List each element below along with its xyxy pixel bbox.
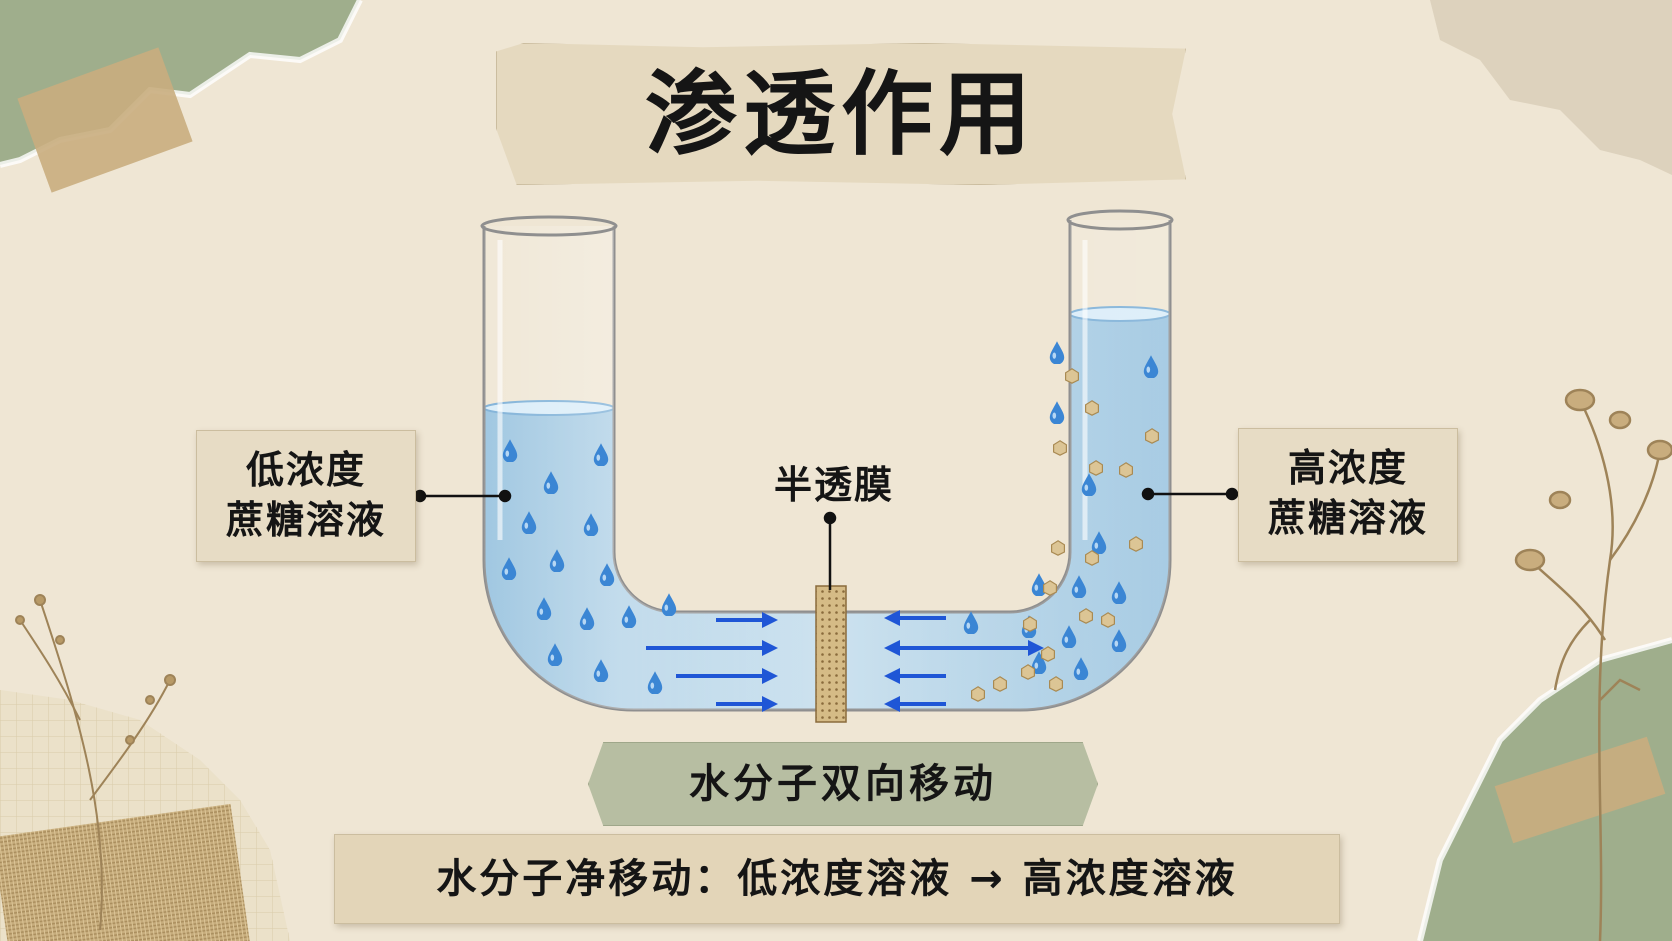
sugar-particle-icon (1064, 368, 1080, 384)
bidirectional-caption: 水分子双向移动 (689, 761, 997, 807)
bidirectional-caption-box: 水分子双向移动 (588, 742, 1098, 826)
sugar-particle-icon (1020, 664, 1036, 680)
sugar-particle-icon (1128, 536, 1144, 552)
water-flow-arrows (646, 610, 1044, 712)
sugar-particle-icon (1042, 580, 1058, 596)
arrow-right-icon (1028, 640, 1044, 656)
arrow-left-icon (884, 696, 946, 712)
arrow-left-icon (884, 610, 946, 626)
tape-bottom-right (1494, 736, 1666, 844)
torn-paper-top-right (1430, 0, 1672, 175)
arrow-right-icon (716, 612, 778, 628)
sugar-particle-icon (1052, 440, 1068, 456)
dried-flower-right (1514, 388, 1672, 941)
low-concentration-line-1: 低浓度 (245, 448, 366, 492)
high-concentration-label: 高浓度 蔗糖溶液 (1238, 428, 1458, 562)
sugar-particle-icon (1048, 676, 1064, 692)
high-concentration-line-1: 高浓度 (1287, 446, 1408, 490)
sugar-particle-icon (1100, 612, 1116, 628)
sugar-particle-icon (1144, 428, 1160, 444)
low-concentration-label: 低浓度 蔗糖溶液 (196, 430, 416, 562)
arrow-left-icon (884, 668, 946, 684)
sugar-particle-icon (1084, 550, 1100, 566)
sugar-particle-icon (970, 686, 986, 702)
sugar-particle-icon (1118, 462, 1134, 478)
arrow-right-icon (676, 668, 778, 684)
page-title: 渗透作用 (644, 60, 1037, 168)
sugar-particle-icon (1022, 616, 1038, 632)
membrane-label: 半透膜 (773, 463, 894, 507)
dried-flower-left (15, 594, 176, 931)
burlap-bottom-left (0, 803, 250, 941)
net-movement-caption-box: 水分子净移动：低浓度溶液 → 高浓度溶液 (334, 834, 1340, 924)
arrow-left-icon (884, 640, 1036, 656)
high-concentration-line-2: 蔗糖溶液 (1267, 496, 1428, 540)
label-leaders (413, 487, 1239, 590)
low-concentration-line-2: 蔗糖溶液 (225, 498, 386, 542)
sugar-particle-icon (1084, 400, 1100, 416)
semipermeable-membrane (815, 585, 847, 723)
tape-top-left (17, 47, 193, 193)
arrow-right-icon (716, 696, 778, 712)
sugar-particle-icon (992, 676, 1008, 692)
sugar-particle-icon (1078, 608, 1094, 624)
net-movement-caption: 水分子净移动：低浓度溶液 → 高浓度溶液 (436, 856, 1238, 902)
title-banner: 渗透作用 (496, 43, 1186, 185)
arrow-right-icon (646, 640, 778, 656)
sugar-particle-icon (1040, 646, 1056, 662)
sugar-particle-icon (1050, 540, 1066, 556)
sugar-particle-icon (1088, 460, 1104, 476)
